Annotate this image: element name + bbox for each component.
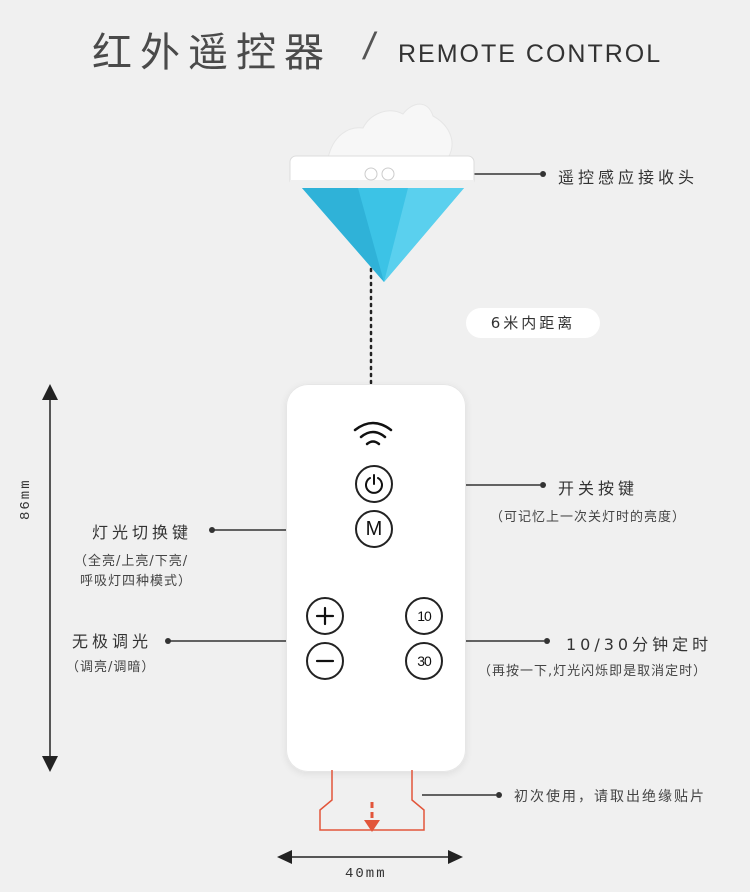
dimmer-label: 无极调光 [72,632,153,651]
brightness-down-button[interactable] [306,642,344,680]
timer-label: 10/30分钟定时 [566,635,713,654]
mode-note-line1: （全亮/上亮/下亮/ [74,554,189,569]
brightness-up-button[interactable] [306,597,344,635]
minus-icon [315,659,335,663]
receiver-label: 遥控感应接收头 [558,168,699,187]
plus-icon [315,606,335,626]
width-dimension: 40mm [345,866,387,882]
page-title-cn: 红外遥控器 [92,30,332,76]
ir-receiver-device [289,103,475,282]
height-dimension: 86mm [18,478,34,520]
insulation-tab [319,770,425,832]
pull-arrow-icon [364,820,380,832]
distance-badge: 6米内距离 [466,308,600,338]
timer-30-button[interactable]: 30 [405,642,443,680]
remote-control [286,384,466,772]
wifi-signal-icon [353,421,393,446]
mode-note-line2: 呼吸灯四种模式） [80,574,193,589]
page-title-en: REMOTE CONTROL [398,40,663,68]
timer-10-button[interactable]: 10 [405,597,443,635]
power-label: 开关按键 [558,479,639,498]
mode-button[interactable]: M [355,510,393,548]
insulation-label: 初次使用，请取出绝缘贴片 [514,789,706,805]
timer-note: （再按一下,灯光闪烁即是取消定时） [478,664,708,679]
power-button[interactable] [355,465,393,503]
power-icon [365,474,383,494]
mode-label: 灯光切换键 [92,523,193,542]
power-note: （可记忆上一次关灯时的亮度） [490,510,687,525]
dimmer-note: （调亮/调暗） [66,660,156,675]
